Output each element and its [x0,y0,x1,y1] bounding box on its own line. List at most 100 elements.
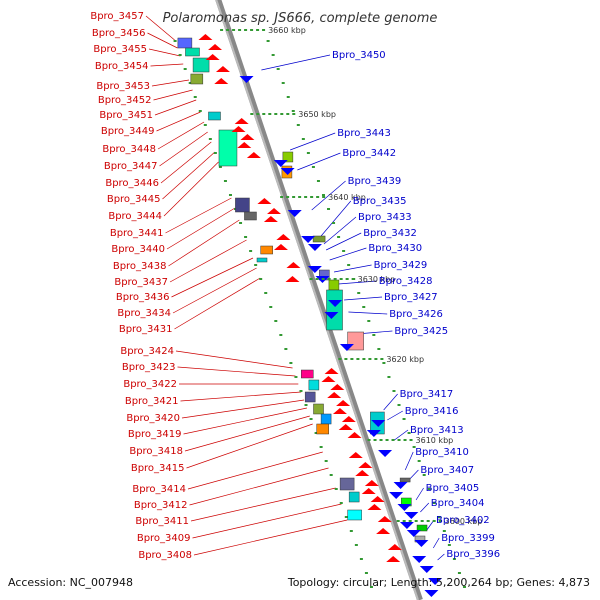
tick-dot [362,306,366,308]
page-title: Polaromonas sp. JS666, complete genome [163,11,438,26]
tick-dot [364,572,368,574]
connector-line [151,79,190,87]
tick-dot [208,138,212,140]
left-gene-label: Bpro_3445 [107,194,161,205]
left-gene-label: Bpro_3448 [102,144,156,155]
connector-line [186,423,313,469]
reverse-arrow [397,504,412,511]
left-gene-label: Bpro_3438 [113,261,167,272]
tick-dot [264,292,268,294]
kbp-label: 3640 kbp [328,193,366,202]
reverse-arrow [273,160,288,167]
right-gene-label: Bpro_3428 [379,276,433,287]
forward-arrow [332,408,347,414]
tick-dot [294,376,298,378]
topology-label: Topology: circular; Length: 5,200,264 bp… [287,576,590,589]
tick-dot [417,460,421,462]
tick-dot [372,334,376,336]
forward-arrow [231,126,246,132]
genome-backbone [215,0,423,600]
connector-line [333,264,372,273]
tick-dot [281,82,285,84]
reverse-arrow [414,540,429,547]
tick-dot [289,362,293,364]
tick-dot [244,236,248,238]
left-gene-label: Bpro_3434 [117,308,171,319]
gene-box [244,211,257,221]
left-gene-label: Bpro_3420 [126,413,180,424]
connector-line [329,247,367,261]
left-gene-label: Bpro_3431 [119,324,173,335]
forward-arrow [338,424,353,430]
tick-dot [269,306,273,308]
right-gene-label: Bpro_3404 [431,498,485,509]
forward-arrow [246,152,261,158]
tick-dot [249,250,253,252]
gene-box [316,423,329,435]
gene-box [320,413,332,425]
tick-dot [306,152,310,154]
kbp-label: 3610 kbp [416,436,454,445]
right-gene-label: Bpro_3396 [446,549,500,560]
forward-arrow [358,462,373,468]
tick-dot [347,264,351,266]
forward-arrow [361,488,376,494]
tick-dot [407,432,411,434]
gene-box [218,129,238,167]
left-gene-label: Bpro_3419 [128,429,182,440]
connector-line [168,219,240,267]
reverse-arrow [406,530,421,537]
tick-dot [183,68,187,70]
reverse-arrow [280,168,295,175]
reverse-arrow [339,344,354,351]
gene-box [304,391,316,403]
forward-arrow [376,528,391,534]
gene-features [177,34,443,597]
right-gene-label: Bpro_3410 [415,447,469,458]
left-gene-label: Bpro_3455 [93,44,147,55]
forward-arrow [387,544,402,550]
connector-line [348,311,388,315]
kbp-label: 3660 kbp [268,26,306,35]
right-gene-label: Bpro_3399 [441,533,495,544]
connector-line [290,132,336,151]
left-gene-label: Bpro_3437 [114,277,168,288]
tick-dot [266,40,270,42]
tick-dot [296,124,300,126]
left-gene-label: Bpro_3412 [134,500,188,511]
tick-dot [271,54,275,56]
left-gene-label: Bpro_3423 [122,362,176,373]
right-gene-label: Bpro_3432 [363,228,417,239]
connector-line [150,63,184,67]
reverse-arrow [307,244,322,251]
gene-box [260,245,273,255]
tick-dot [452,558,456,560]
tick-dot [369,586,373,588]
gene-box [326,289,343,331]
tick-dot [311,166,315,168]
left-gene-label: Bpro_3441 [110,228,164,239]
forward-arrow [234,118,249,124]
connector-line [166,207,236,250]
label-connectors [145,15,445,561]
tick-dot [422,474,426,476]
forward-arrow [386,556,401,562]
tick-dot [402,418,406,420]
connector-line [181,399,305,419]
tick-dot [382,362,386,364]
forward-arrow [321,376,336,382]
connector-line [190,487,336,522]
kbp-label: 3650 kbp [298,110,336,119]
tick-dot [354,544,358,546]
tick-dot [218,166,222,168]
connector-line [344,296,383,301]
tick-dot [291,110,295,112]
connector-line [192,503,342,539]
connector-line [159,131,208,167]
connector-line [156,111,201,132]
reverse-arrow [412,556,427,563]
tick-dot [344,516,348,518]
connector-line [145,15,175,41]
right-gene-label: Bpro_3439 [348,176,402,187]
